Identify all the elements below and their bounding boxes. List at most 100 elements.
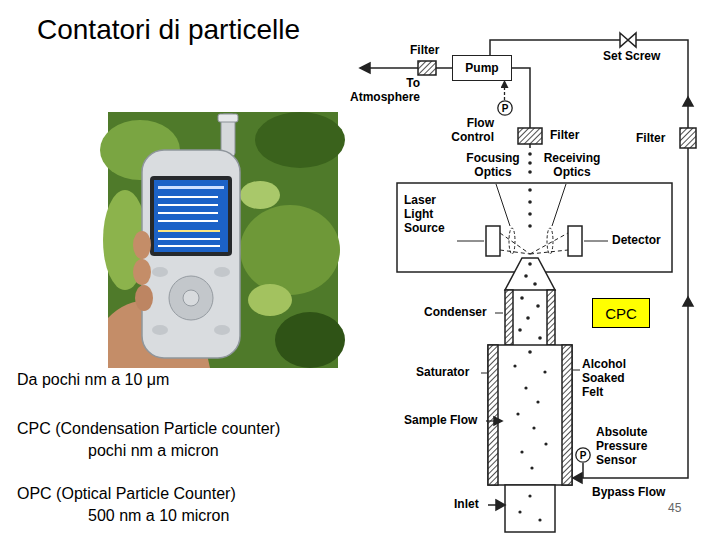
part-label: Alcohol Soaked Felt — [582, 358, 640, 399]
foliage — [248, 284, 292, 316]
pressure-gauge: P — [575, 447, 591, 463]
part-label: Bypass Flow — [592, 486, 665, 500]
leader-line — [495, 313, 503, 314]
part-label: Filter — [636, 132, 665, 146]
part-label: Flow Control — [438, 117, 494, 145]
part-label: Laser Light Source — [404, 194, 456, 235]
foliage — [255, 112, 345, 168]
photo — [100, 112, 345, 368]
finger — [135, 285, 153, 311]
size-range: 500 nm a 10 micron — [88, 507, 229, 525]
light-path — [500, 250, 530, 254]
inlet-tube — [505, 485, 555, 532]
light-path — [530, 233, 568, 254]
leader-line — [481, 373, 487, 374]
d-pad-center — [183, 290, 199, 306]
foliage — [240, 205, 340, 295]
instrument-name: OPC (Optical Particle Counter) — [17, 485, 236, 503]
leader-line — [457, 241, 484, 242]
screen — [154, 180, 228, 252]
particle-dot — [532, 426, 535, 429]
particle-dot — [528, 152, 532, 156]
particle-dot — [520, 450, 523, 453]
screen-row — [158, 186, 224, 189]
instrument-name: CPC (Condensation Particle counter) — [17, 420, 280, 438]
light-path — [500, 233, 530, 254]
arrow-head — [360, 63, 370, 73]
pump-box: Pump — [452, 55, 512, 81]
particle-dot — [528, 170, 532, 174]
size-range: pochi nm a micron — [88, 442, 219, 460]
part-label: Absolute Pressure Sensor — [596, 426, 662, 467]
arrow-head — [496, 500, 505, 510]
page-number: 45 — [668, 502, 681, 516]
felt — [488, 345, 498, 485]
sample-line — [512, 68, 530, 128]
d-pad — [169, 276, 213, 320]
particle-dot — [538, 336, 542, 340]
leader-line — [584, 241, 608, 242]
device-body — [142, 150, 240, 358]
node-text: P — [580, 450, 587, 461]
part-label: Filter — [410, 44, 439, 58]
particles — [513, 152, 547, 521]
condenser-wall — [505, 290, 513, 345]
particle-dot — [528, 262, 532, 266]
screen-bezel — [150, 176, 232, 256]
leader-line — [573, 370, 580, 371]
node-text: P — [502, 103, 509, 114]
leader-line — [496, 184, 510, 226]
sensor-cap — [218, 114, 238, 122]
filter-symbol — [518, 128, 542, 144]
part-label: Inlet — [454, 498, 479, 512]
range-note: Da pochi nm a 10 μm — [17, 371, 169, 389]
particle-dot — [536, 400, 539, 403]
leader-line — [552, 184, 566, 226]
particle-dot — [543, 370, 546, 373]
part-label: Set Screw — [603, 50, 660, 64]
part-label: Condenser — [424, 306, 487, 320]
arrow-head — [573, 473, 582, 483]
foliage — [275, 312, 345, 368]
particle-dot — [528, 188, 532, 192]
finger — [133, 259, 151, 285]
filter-symbol — [680, 128, 696, 148]
particle-dot — [530, 466, 533, 469]
screen-row — [158, 230, 220, 232]
gauge-circle — [498, 101, 512, 115]
arrow-head — [494, 417, 502, 425]
particle-dot — [528, 200, 532, 204]
particle-dot — [518, 510, 521, 513]
nozzle — [505, 258, 555, 290]
screen-row — [158, 238, 220, 240]
button — [152, 267, 168, 277]
cpc-schematic — [360, 33, 696, 532]
screen-row — [158, 245, 220, 247]
part-label: Sample Flow — [404, 414, 477, 428]
filter-symbol — [418, 61, 436, 75]
detector — [568, 226, 582, 256]
screen-row — [158, 212, 218, 214]
part-label: Focusing Optics — [461, 152, 525, 180]
screen-row — [158, 204, 218, 206]
exhaust-line — [362, 67, 452, 69]
particle-dot — [528, 224, 532, 228]
particle-dot — [518, 328, 522, 332]
highlight-box: CPC — [592, 298, 650, 328]
particle-dot — [528, 212, 532, 216]
screen-row — [158, 220, 218, 222]
foliage — [240, 181, 280, 209]
condenser-wall — [547, 290, 555, 345]
particle-dot — [538, 518, 541, 521]
light-path — [530, 250, 568, 254]
part-label: Saturator — [416, 366, 469, 380]
saturator — [488, 345, 572, 485]
felt — [562, 345, 572, 485]
part-label: Filter — [550, 129, 579, 143]
gauge-circle — [576, 448, 590, 462]
button — [152, 325, 168, 335]
particle-dot — [536, 304, 540, 308]
laser-source — [486, 226, 500, 256]
particle-dot — [520, 296, 524, 300]
